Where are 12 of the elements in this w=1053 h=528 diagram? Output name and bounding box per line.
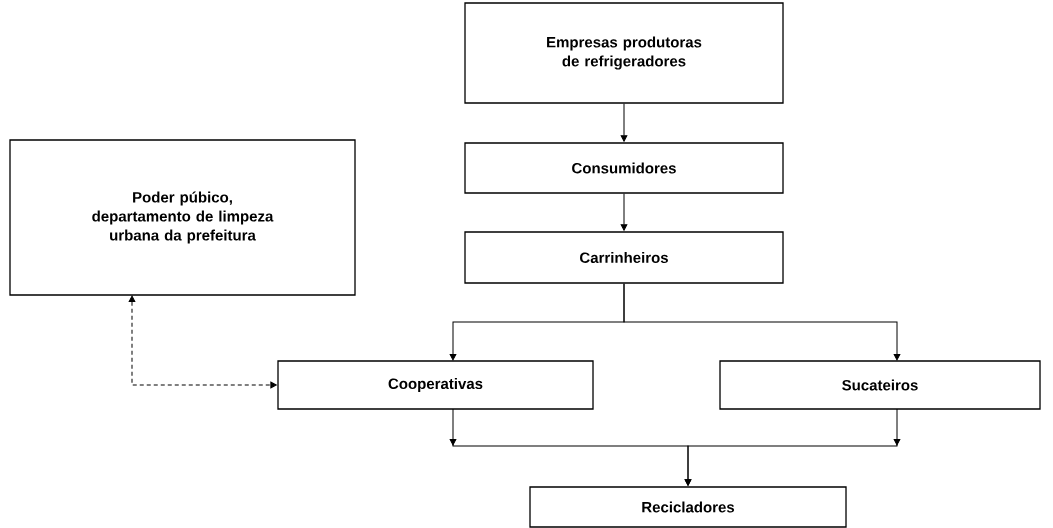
- arrow: [128, 295, 277, 389]
- arrow: [620, 193, 628, 231]
- process-box: Consumidores: [464, 142, 784, 194]
- arrow: [620, 103, 628, 142]
- arrow: [623, 283, 901, 361]
- process-box: Empresas produtoras de refrigeradores: [464, 2, 784, 104]
- process-box: Poder púbico, departamento de limpeza urbana da prefeitura: [9, 139, 356, 296]
- arrow: [684, 408, 901, 486]
- process-box: Recicladores: [529, 486, 847, 528]
- process-box: Cooperativas: [277, 360, 594, 410]
- process-box: Carrinheiros: [464, 231, 784, 284]
- process-box: Sucateiros: [719, 360, 1041, 410]
